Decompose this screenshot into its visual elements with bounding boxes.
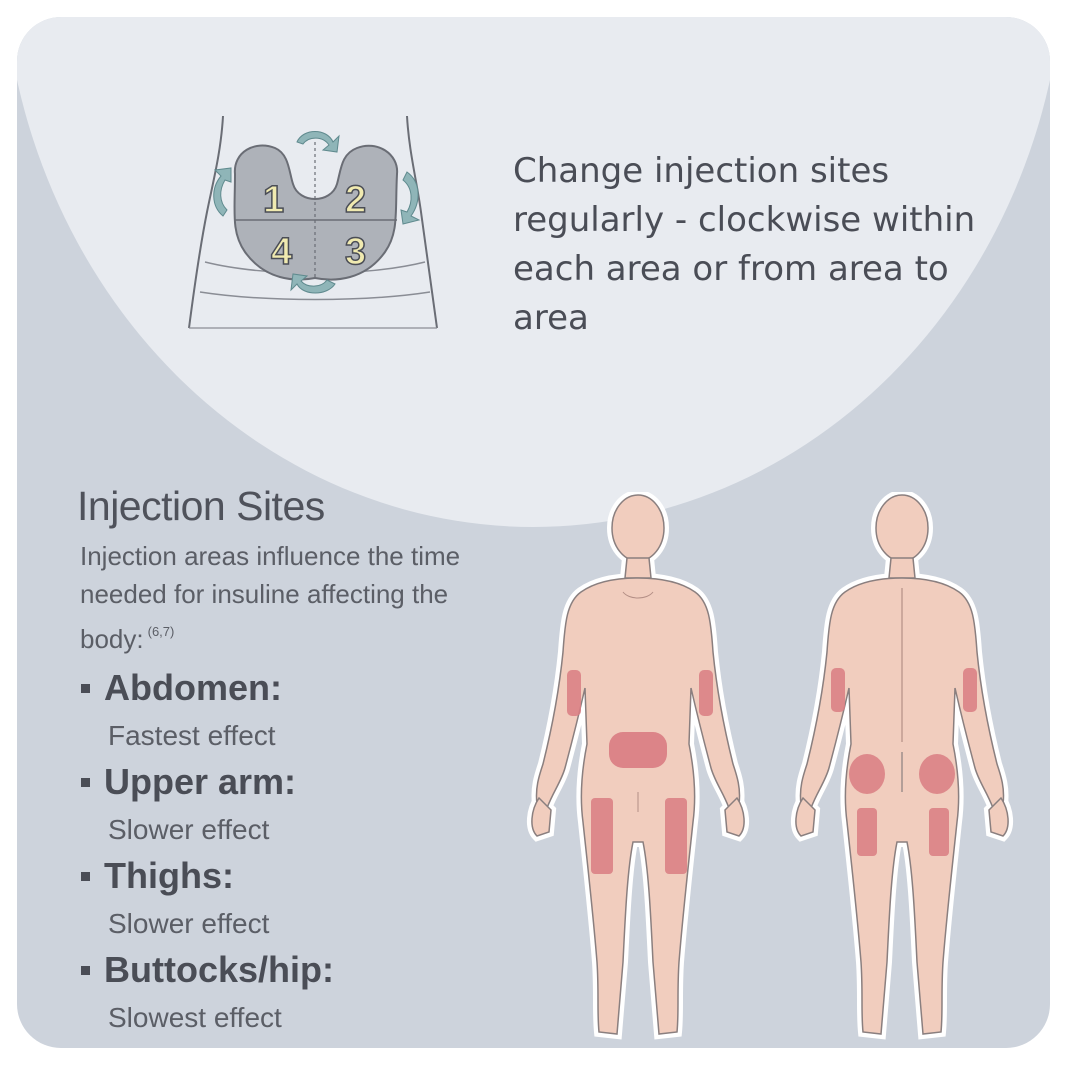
area-number-2: 2: [345, 179, 366, 221]
section-title: Injection Sites: [77, 483, 325, 529]
site-name: Abdomen:: [104, 667, 282, 708]
area-number-3: 3: [345, 231, 366, 273]
list-item: Thighs: Slower effect: [77, 855, 517, 949]
body-figures: [503, 492, 1043, 1048]
injection-site-list: Abdomen: Fastest effect Upper arm: Slowe…: [77, 667, 517, 1043]
buttocks-area: [849, 754, 885, 794]
buttocks-area: [919, 754, 955, 794]
rotation-arrow-icon: [213, 131, 421, 294]
list-item: Abdomen: Fastest effect: [77, 667, 517, 761]
abdomen-rotation-diagram: 1 2 3 4: [188, 115, 438, 329]
reference-mark: (6,7): [147, 624, 175, 639]
description-text: Injection areas influence the time neede…: [80, 541, 461, 654]
site-effect: Slower effect: [108, 908, 270, 939]
thigh-area: [857, 808, 877, 856]
site-name: Thighs:: [104, 855, 234, 896]
thigh-area: [665, 798, 687, 874]
site-name: Buttocks/hip:: [104, 949, 334, 990]
area-number-4: 4: [271, 231, 292, 273]
thigh-area: [591, 798, 613, 874]
section-description: Injection areas influence the time neede…: [80, 537, 480, 658]
list-item: Upper arm: Slower effect: [77, 761, 517, 855]
rotation-instruction: Change injection sites regularly - clock…: [513, 151, 976, 338]
bullet-icon: [81, 965, 90, 975]
thigh-area: [929, 808, 949, 856]
upper-arm-area: [567, 670, 581, 716]
upper-arm-area: [699, 670, 713, 716]
back-body-figure: [796, 495, 1008, 1034]
site-effect: Fastest effect: [108, 720, 276, 751]
site-name: Upper arm:: [104, 761, 297, 802]
front-body-figure: [532, 495, 744, 1034]
area-number-1: 1: [263, 179, 284, 221]
bullet-icon: [81, 777, 90, 787]
upper-arm-area: [963, 668, 977, 712]
upper-arm-area: [831, 668, 845, 712]
list-item: Buttocks/hip: Slowest effect: [77, 949, 517, 1043]
site-effect: Slower effect: [108, 814, 270, 845]
bullet-icon: [81, 683, 90, 693]
infographic-card: 1 2 3 4 Change injection sites regularly…: [17, 17, 1050, 1048]
bullet-icon: [81, 871, 90, 881]
site-effect: Slowest effect: [108, 1002, 282, 1033]
abdomen-area: [609, 732, 667, 768]
